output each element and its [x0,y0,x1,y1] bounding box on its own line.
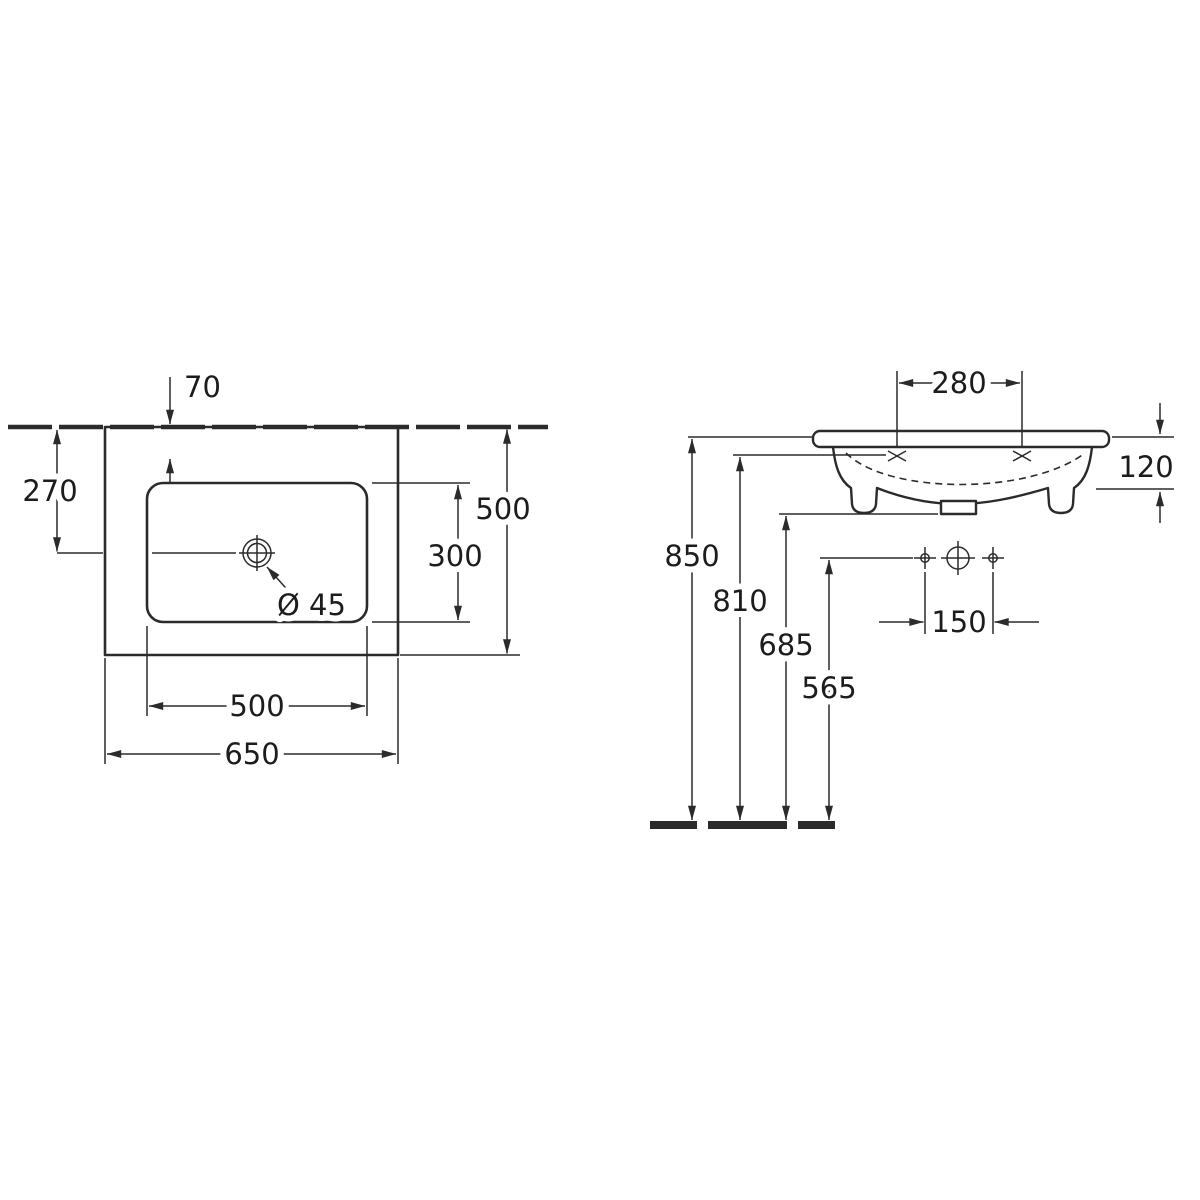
front-view: 280 120 850 810 685 [650,360,1180,829]
dim-label-650: 650 [224,737,279,771]
dim-bowl-width: 500 [146,626,368,729]
basin-outline [103,425,400,657]
dim-label-70: 70 [184,370,221,404]
dim-label-150: 150 [931,605,986,639]
dim-tap-hole-offset: 70 [166,364,227,483]
bowl-outline [145,481,369,624]
drain-hole [239,535,275,571]
fixing-hole-left [887,450,907,462]
dim-label-565: 565 [801,671,856,705]
dim-fixing-hole-spacing: 280 [896,360,1023,447]
dim-label-850: 850 [664,539,719,573]
dim-label-280: 280 [931,366,986,400]
dim-label-810: 810 [712,584,767,618]
dim-label-300: 300 [427,539,482,573]
bowl-hidden-line [845,452,1086,486]
waste-outlet [939,499,978,516]
basin-rim [811,429,1111,449]
dim-label-120: 120 [1118,450,1173,484]
plan-view: 70 270 500 300 Ø 45 [8,364,548,777]
dim-apron-height: 120 [1096,403,1180,523]
dim-label-270: 270 [22,474,77,508]
supply-connection-right [982,547,1004,569]
dim-label-500-depth: 500 [475,492,530,526]
dim-overall-width: 650 [104,658,399,777]
dim-label-500-width: 500 [229,689,284,723]
drain-connection [941,541,975,575]
dim-connection-height: 565 [795,557,913,821]
dim-label-diameter-45: Ø 45 [277,588,346,622]
fixing-hole-mark [1012,450,1032,462]
leader-line [266,566,294,597]
fixing-hole-mark [887,450,907,462]
dim-label-685: 685 [758,628,813,662]
dim-overall-depth: 500 [400,429,537,656]
supply-connection-left [914,547,936,569]
dim-drain-diameter: Ø 45 [266,566,352,628]
dim-underside-height: 685 [752,513,938,821]
dim-bowl-depth: 300 [372,482,489,623]
dim-connection-spacing: 150 [879,572,1039,645]
dim-fixing-hole-height: 810 [706,454,886,821]
dim-rim-height: 850 [658,438,726,821]
fixing-hole-right [1012,450,1032,462]
dim-drain-center-from-back: 270 [16,429,84,552]
